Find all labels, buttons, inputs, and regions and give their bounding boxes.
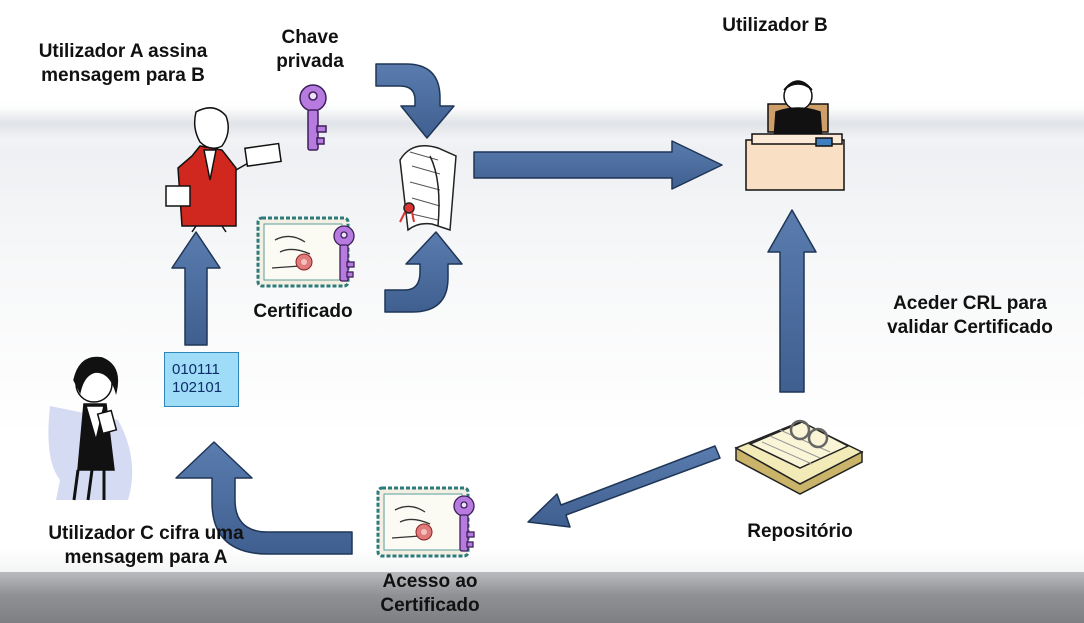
repository-label-text: Repositório xyxy=(747,521,853,542)
private-key-label: Chave privada xyxy=(262,26,358,74)
arrow-certificate-to-binary xyxy=(175,441,353,555)
user-c-label: Utilizador C cifra uma mensagem para A xyxy=(6,522,286,570)
user-a-label: Utilizador A assina mensagem para B xyxy=(8,40,238,88)
binary-data-box: 010111 102101 xyxy=(164,352,239,407)
access-certificate-label: Acesso ao Certificado xyxy=(360,570,500,618)
access-certificate-icon xyxy=(376,486,475,558)
access-label-line1: Acesso ao xyxy=(382,571,478,592)
scroll-document-icon xyxy=(399,145,457,232)
arrow-repository-to-certificate xyxy=(527,445,721,528)
repository-label: Repositório xyxy=(720,520,880,544)
crl-label: Aceder CRL para validar Certificado xyxy=(856,292,1084,340)
footer-band xyxy=(0,572,1084,623)
private-key-label-line1: Chave xyxy=(281,27,339,48)
arrow-certificate-to-document xyxy=(384,231,463,313)
user-b-label: Utilizador B xyxy=(690,14,860,38)
crl-label-line2: validar Certificado xyxy=(887,317,1053,338)
key-icon xyxy=(299,84,327,151)
private-key-label-line2: privada xyxy=(276,51,344,72)
certificate-label-text: Certificado xyxy=(253,301,353,322)
certificate-label: Certificado xyxy=(228,300,378,324)
arrow-repository-to-user-b xyxy=(767,209,817,393)
man-at-desk-icon xyxy=(745,80,845,191)
access-label-line2: Certificado xyxy=(380,595,480,616)
repository-binder-icon xyxy=(734,419,864,495)
user-a-label-line1: Utilizador A assina xyxy=(38,41,208,62)
user-b-label-text: Utilizador B xyxy=(722,15,828,36)
user-a-label-line2: mensagem para B xyxy=(41,65,205,86)
arrow-key-to-document xyxy=(375,63,455,139)
certificate-icon xyxy=(256,216,355,288)
header-band xyxy=(0,108,1084,140)
binary-line-2: 102101 xyxy=(172,379,223,396)
businesswoman-icon xyxy=(165,107,282,233)
crl-label-line1: Aceder CRL para xyxy=(893,293,1047,314)
binary-line-1: 010111 xyxy=(172,361,220,378)
user-c-label-line2: mensagem para A xyxy=(64,547,228,568)
arrow-binary-to-user-a xyxy=(171,231,221,346)
arrow-to-user-b xyxy=(473,140,723,190)
woman-writing-icon xyxy=(48,356,133,501)
user-c-label-line1: Utilizador C cifra uma xyxy=(48,523,244,544)
